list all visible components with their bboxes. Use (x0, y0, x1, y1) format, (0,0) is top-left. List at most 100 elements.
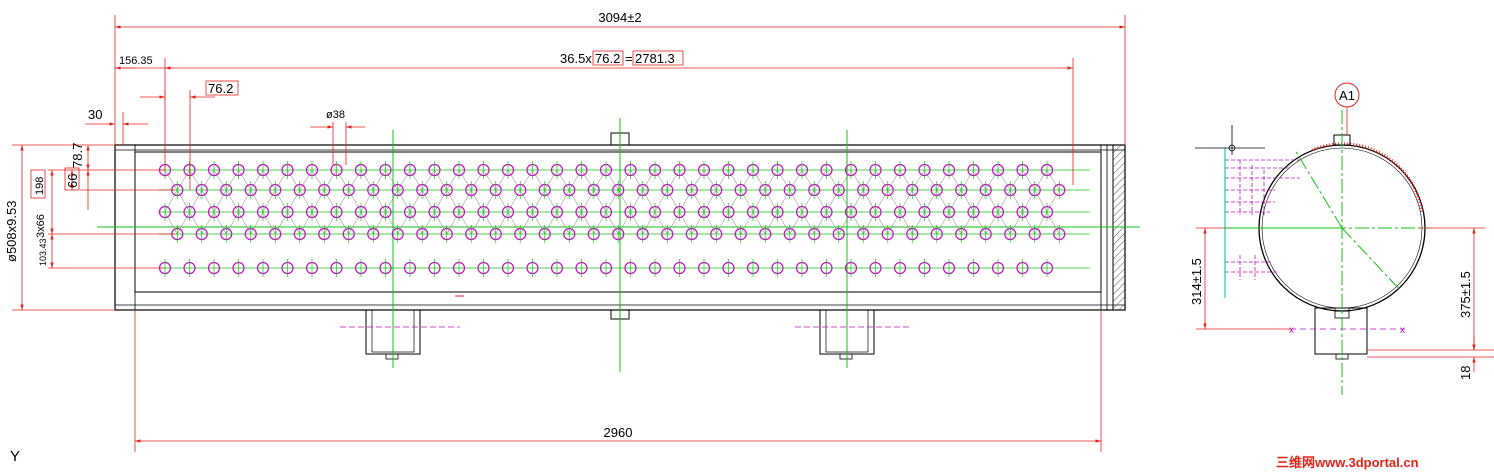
tube-pitch-line (226, 211, 239, 235)
tube-pitch-line (765, 189, 778, 213)
tube-pitch-line (544, 169, 558, 191)
tube-pitch-line (961, 189, 974, 213)
tube-pitch-line (654, 211, 668, 235)
tube-pitch-line (471, 211, 484, 235)
tube-pitch-line (373, 189, 386, 213)
tube-pitch-line (250, 189, 264, 213)
tube-pitch-line (324, 211, 337, 235)
tube-pitch-line (275, 211, 288, 235)
tube-pitch-line (1034, 169, 1048, 191)
tube-pitch-line (569, 169, 582, 191)
tube-pitch-line (1010, 169, 1023, 191)
tube-pitch-line (924, 211, 937, 235)
tube-pitch-line (495, 169, 509, 191)
tube-pitch-line (605, 169, 619, 191)
hole-pitch-dim: 76.2 (208, 81, 233, 96)
tube-pitch-line (397, 189, 411, 213)
tube-pitch-line (458, 189, 472, 213)
tube-pitch-line (532, 169, 545, 191)
tube-pitch-line (471, 169, 484, 191)
tube-pitch-line (311, 189, 325, 213)
tube-pitch-line (642, 189, 656, 213)
tube-pitch-line (409, 211, 423, 235)
tube-pitch-line (250, 211, 264, 235)
tube-pitch-line (1046, 189, 1060, 213)
tube-pitch-line (691, 169, 705, 191)
tube-hole-grid (158, 161, 1090, 277)
tube-pitch-line (397, 211, 411, 235)
tube-pitch-line (850, 189, 864, 213)
tube-pitch-line (875, 211, 888, 235)
tube-pitch-line (1034, 189, 1048, 213)
tube-pitch-line (287, 189, 300, 213)
tube-pitch-line (728, 189, 741, 213)
tube-pitch-line (912, 189, 925, 213)
tube-pitch-line (826, 169, 839, 191)
tube-pitch-line (520, 189, 533, 213)
svg-text:x: x (1289, 325, 1294, 336)
tube-pitch-line (201, 211, 215, 235)
tube-pitch-line (679, 189, 692, 213)
tube-pitch-line (348, 169, 362, 191)
tube-pitch-line (1046, 211, 1060, 235)
tube-pitch-line (728, 211, 741, 235)
tube-pitch-line (765, 169, 778, 191)
tube-pitch-line (618, 211, 631, 235)
tube-pitch-line (667, 189, 680, 213)
offset-first-hole-dim: 156.35 (119, 55, 153, 67)
tube-pitch-line (838, 189, 852, 213)
tube-pitch-line (716, 189, 729, 213)
tube-pitch-line (593, 211, 607, 235)
tube-pitch-line (642, 169, 656, 191)
tube-pitch-line (397, 169, 411, 191)
tube-pitch-line (985, 169, 999, 191)
row-spacing-d-dim: 103.43 (38, 238, 48, 266)
tube-pitch-line (177, 189, 190, 213)
side-saddle (1314, 307, 1368, 355)
tube-pitch-line (201, 169, 215, 191)
pitch-total-result: 2781.3 (635, 51, 675, 66)
tube-pitch-line (348, 189, 362, 213)
tube-pitch-line (973, 211, 986, 235)
tube-pitch-line (703, 169, 717, 191)
watermark-text: 三维网www.3dportal.cn (1276, 455, 1419, 470)
tube-pitch-line (581, 211, 594, 235)
tube-pitch-line (544, 211, 558, 235)
tube-pitch-line (1046, 169, 1060, 191)
tube-pitch-line (789, 169, 803, 191)
tube-pitch-line (373, 211, 386, 235)
tube-pitch-line (814, 169, 827, 191)
tube-pitch-line (299, 211, 313, 235)
tube-pitch-line (1022, 189, 1035, 213)
tube-pitch-line (936, 211, 950, 235)
tube-pitch-line (311, 211, 325, 235)
tube-pitch-line (630, 211, 643, 235)
tube-pitch-line (189, 211, 202, 235)
tube-pitch-line (434, 189, 447, 213)
tube-pitch-line (912, 169, 925, 191)
tube-pitch-line (532, 211, 545, 235)
tube-pitch-line (238, 169, 251, 191)
tube-pitch-line (777, 211, 790, 235)
tube-pitch-line (814, 211, 827, 235)
tube-pitch-line (985, 211, 999, 235)
tube-pitch-line (385, 189, 398, 213)
tube-pitch-line (801, 169, 815, 191)
tube-pitch-line (912, 211, 925, 235)
tube-pitch-line (814, 189, 827, 213)
tube-pitch-line (838, 211, 852, 235)
tube-pitch-line (703, 211, 717, 235)
tube-pitch-line (360, 211, 374, 235)
tube-pitch-line (765, 211, 778, 235)
tube-pitch-line (507, 211, 521, 235)
shell-inner-outline (134, 151, 1102, 293)
saddle-support-left (340, 309, 460, 360)
tube-pitch-line (360, 189, 374, 213)
tube-pitch-line (863, 211, 876, 235)
tube-pitch-line (409, 189, 423, 213)
tube-pitch-line (838, 169, 852, 191)
tube-pitch-line (752, 211, 766, 235)
tube-pitch-line (422, 169, 435, 191)
tube-pitch-line (238, 211, 251, 235)
tube-pitch-line (654, 189, 668, 213)
